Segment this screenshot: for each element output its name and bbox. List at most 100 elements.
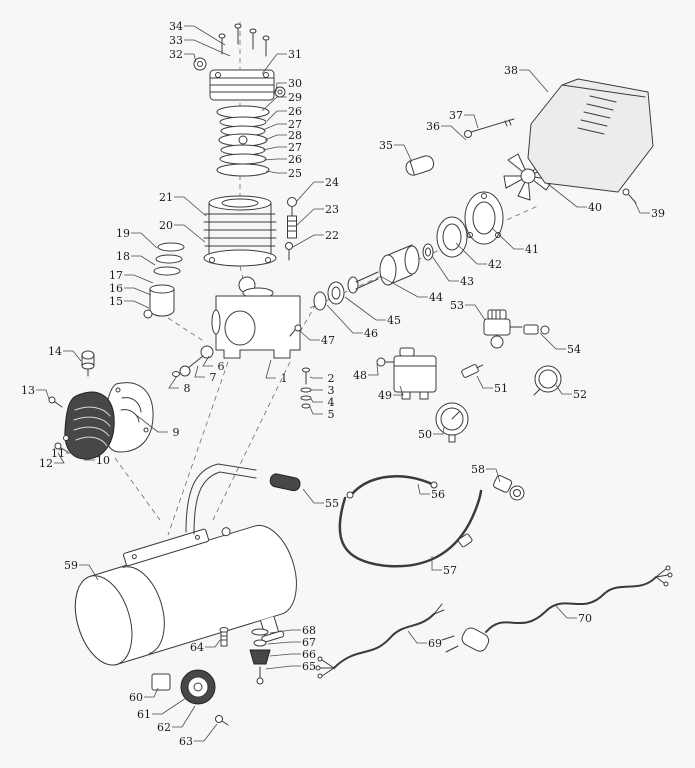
leader-line-14 (63, 350, 82, 362)
part-number-45: 45 (387, 314, 401, 327)
pressure-gauge-small (533, 365, 562, 396)
leader-line-28 (264, 134, 287, 141)
leader-line-31 (261, 53, 287, 75)
part-number-53: 53 (450, 299, 464, 312)
part-number-23: 23 (325, 203, 339, 216)
leader-line-29 (261, 96, 287, 112)
motor-stator (436, 216, 468, 258)
leader-line-1 (265, 359, 276, 379)
part-number-7: 7 (210, 371, 217, 384)
part-number-36: 36 (426, 120, 440, 133)
part-number-18: 18 (116, 250, 130, 263)
leader-line-64 (205, 639, 221, 648)
part-number-67: 67 (302, 636, 316, 649)
crankshaft-bearings (313, 271, 379, 311)
head-bolt-set (218, 23, 270, 57)
leader-line-58 (486, 468, 501, 483)
bearing (422, 243, 434, 261)
leader-line-16 (124, 287, 152, 296)
leader-line-62 (172, 705, 196, 728)
part-number-14: 14 (48, 345, 62, 358)
part-number-27: 27 (288, 141, 302, 154)
leader-line-37 (464, 114, 479, 129)
leader-line-12 (54, 452, 65, 464)
part-number-12: 12 (39, 457, 53, 470)
leader-line-13 (36, 389, 50, 400)
part-number-41: 41 (525, 243, 539, 256)
check-valve (219, 627, 229, 647)
part-number-17: 17 (109, 269, 123, 282)
leader-line-61 (152, 697, 187, 715)
leader-line-46 (326, 304, 363, 334)
leader-line-50 (433, 426, 445, 435)
part-number-29: 29 (288, 91, 302, 104)
leader-line-33 (184, 39, 231, 57)
outlet-fitting (523, 324, 550, 335)
part-number-57: 57 (443, 564, 457, 577)
safety-valve (461, 364, 484, 378)
leader-line-59 (79, 564, 99, 581)
part-number-9: 9 (173, 426, 180, 439)
bolt-washer-stack (300, 367, 312, 409)
short-pipe (346, 475, 438, 499)
quick-connector (493, 475, 525, 501)
part-number-28: 28 (288, 129, 302, 142)
part-number-16: 16 (109, 282, 123, 295)
part-number-20: 20 (159, 219, 173, 232)
motor-end-bracket (464, 191, 504, 245)
cylinder (203, 195, 277, 267)
leader-line-10 (84, 445, 97, 461)
part-number-62: 62 (157, 721, 171, 734)
part-number-19: 19 (116, 227, 130, 240)
leader-line-52 (555, 384, 572, 395)
part-number-44: 44 (429, 291, 443, 304)
shroud-front-cover (64, 391, 115, 460)
part-number-8: 8 (184, 382, 191, 395)
part-number-30: 30 (288, 77, 302, 90)
part-number-32: 32 (169, 48, 183, 61)
part-number-52: 52 (573, 388, 587, 401)
part-number-46: 46 (364, 327, 378, 340)
motor-cable (315, 603, 445, 679)
leader-line-7 (194, 365, 205, 378)
leader-line-35 (394, 144, 413, 163)
part-number-56: 56 (431, 488, 445, 501)
part-number-25: 25 (288, 167, 302, 180)
leader-line-53 (465, 304, 486, 321)
crankcase (211, 276, 301, 359)
part-number-15: 15 (109, 295, 123, 308)
wheel-assembly (151, 669, 229, 726)
part-number-4: 4 (328, 396, 335, 409)
leader-line-43 (431, 255, 459, 282)
stud-spring (287, 209, 297, 239)
part-number-69: 69 (428, 637, 442, 650)
part-number-5: 5 (328, 408, 335, 421)
part-number-48: 48 (353, 369, 367, 382)
part-number-22: 22 (325, 229, 339, 242)
part-number-34: 34 (169, 20, 183, 33)
leader-line-44 (379, 275, 428, 298)
leader-line-17 (124, 274, 154, 284)
leader-line-57 (431, 556, 442, 571)
leader-line-68 (269, 629, 301, 634)
leader-line-60 (144, 687, 159, 698)
leader-line-69 (407, 630, 427, 644)
part-number-6: 6 (218, 360, 225, 373)
leader-line-63 (194, 723, 218, 742)
part-number-64: 64 (190, 641, 204, 654)
leader-line-8 (168, 375, 179, 389)
part-number-47: 47 (321, 334, 335, 347)
handle-tube (185, 463, 257, 535)
leader-line-36 (441, 125, 467, 141)
air-tank (74, 524, 297, 666)
leader-line-42 (455, 242, 487, 265)
leader-line-6 (202, 355, 213, 367)
part-number-58: 58 (471, 463, 485, 476)
part-number-49: 49 (378, 389, 392, 402)
leader-line-4 (310, 398, 323, 403)
part-number-51: 51 (494, 382, 508, 395)
part-number-54: 54 (567, 343, 581, 356)
